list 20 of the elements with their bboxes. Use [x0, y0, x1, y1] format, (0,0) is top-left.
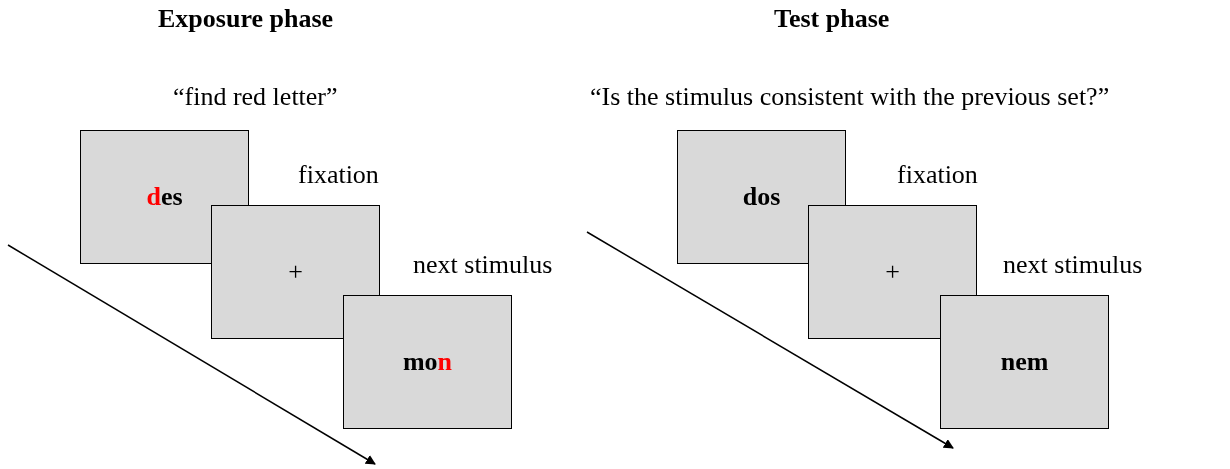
phase-title: Test phase — [774, 4, 890, 34]
screen-caption: fixation — [298, 160, 379, 190]
fixation-cross: + — [288, 257, 303, 287]
stimulus-word: des — [146, 182, 183, 212]
stimulus-word: mon — [402, 347, 453, 377]
stimulus-card — [677, 130, 846, 264]
fixation-cross: + — [885, 257, 900, 287]
stimulus-word: nem — [1000, 347, 1049, 377]
screen-caption: fixation — [897, 160, 978, 190]
stimulus-word: dos — [742, 182, 781, 212]
screen-caption: next stimulus — [413, 250, 553, 280]
stimulus-card — [940, 295, 1109, 429]
task-instruction: “Is the stimulus consistent with the previous set?” — [590, 82, 1110, 112]
stimulus-card — [808, 205, 977, 339]
task-instruction: “find red letter” — [173, 82, 338, 112]
stimulus-card — [211, 205, 380, 339]
stimulus-card — [343, 295, 512, 429]
phase-title: Exposure phase — [158, 4, 334, 34]
stimulus-card — [80, 130, 249, 264]
screen-caption: next stimulus — [1003, 250, 1143, 280]
